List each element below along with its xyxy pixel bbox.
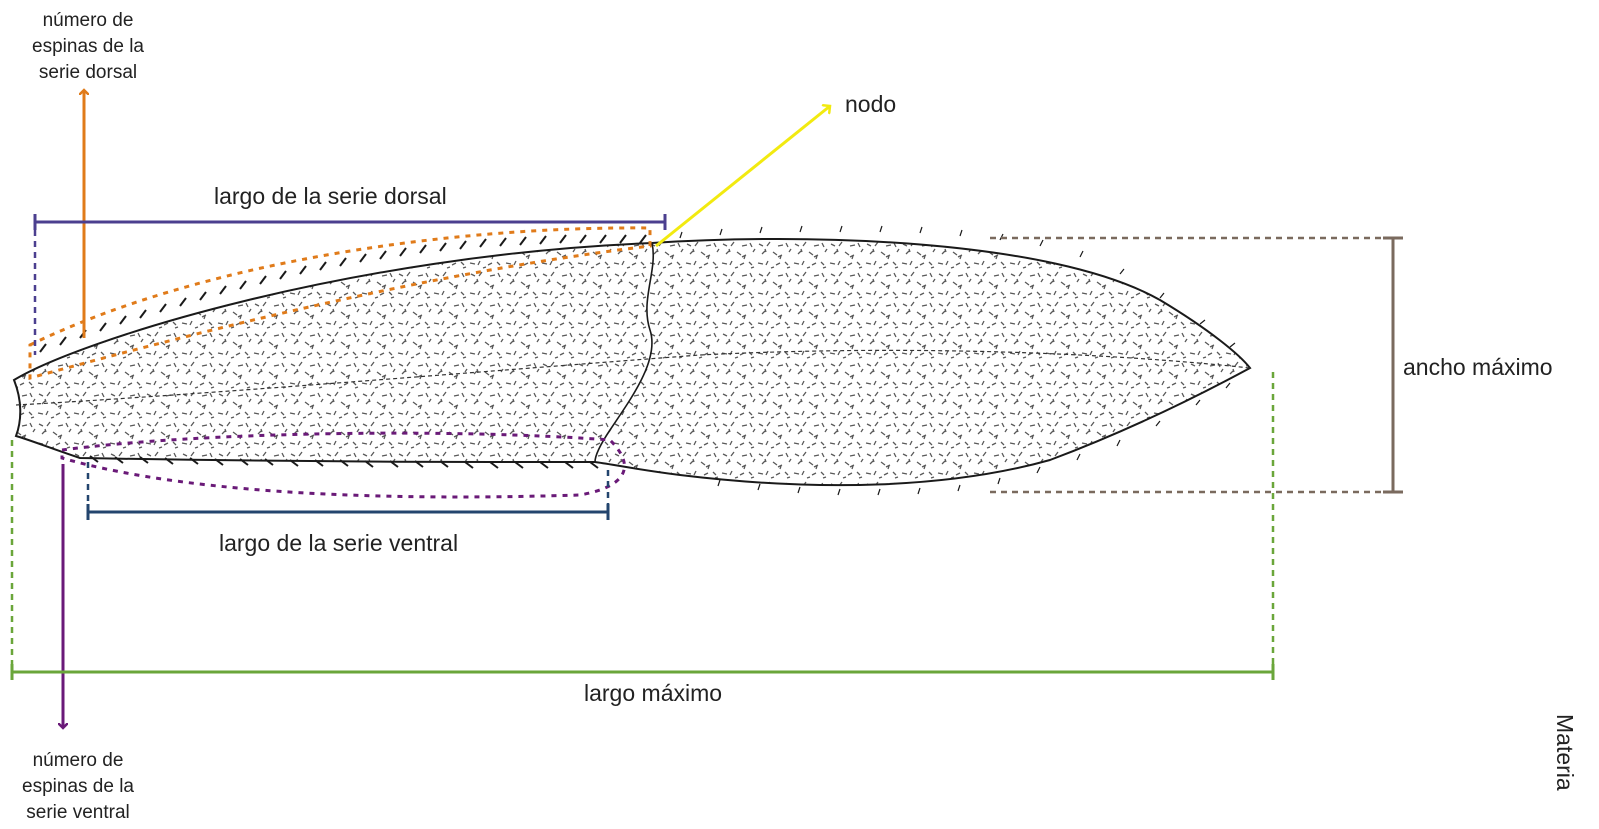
ventral-length-dimension bbox=[88, 462, 608, 520]
label-ventral-spine-count: número de espinas de la serie ventral bbox=[4, 748, 152, 826]
leaf-illustration bbox=[0, 220, 1260, 510]
label-ventral-series-length: largo de la serie ventral bbox=[219, 530, 458, 556]
label-dorsal-spine-count: número de espinas de la serie dorsal bbox=[14, 8, 162, 86]
node-arrow bbox=[656, 106, 830, 246]
label-max-width: ancho máximo bbox=[1403, 354, 1553, 380]
label-node: nodo bbox=[845, 91, 896, 117]
label-edge-text: Materia bbox=[1551, 714, 1578, 791]
ventral-count-indicator bbox=[62, 433, 624, 728]
label-max-length: largo máximo bbox=[584, 680, 722, 706]
label-dorsal-series-length: largo de la serie dorsal bbox=[214, 183, 447, 209]
